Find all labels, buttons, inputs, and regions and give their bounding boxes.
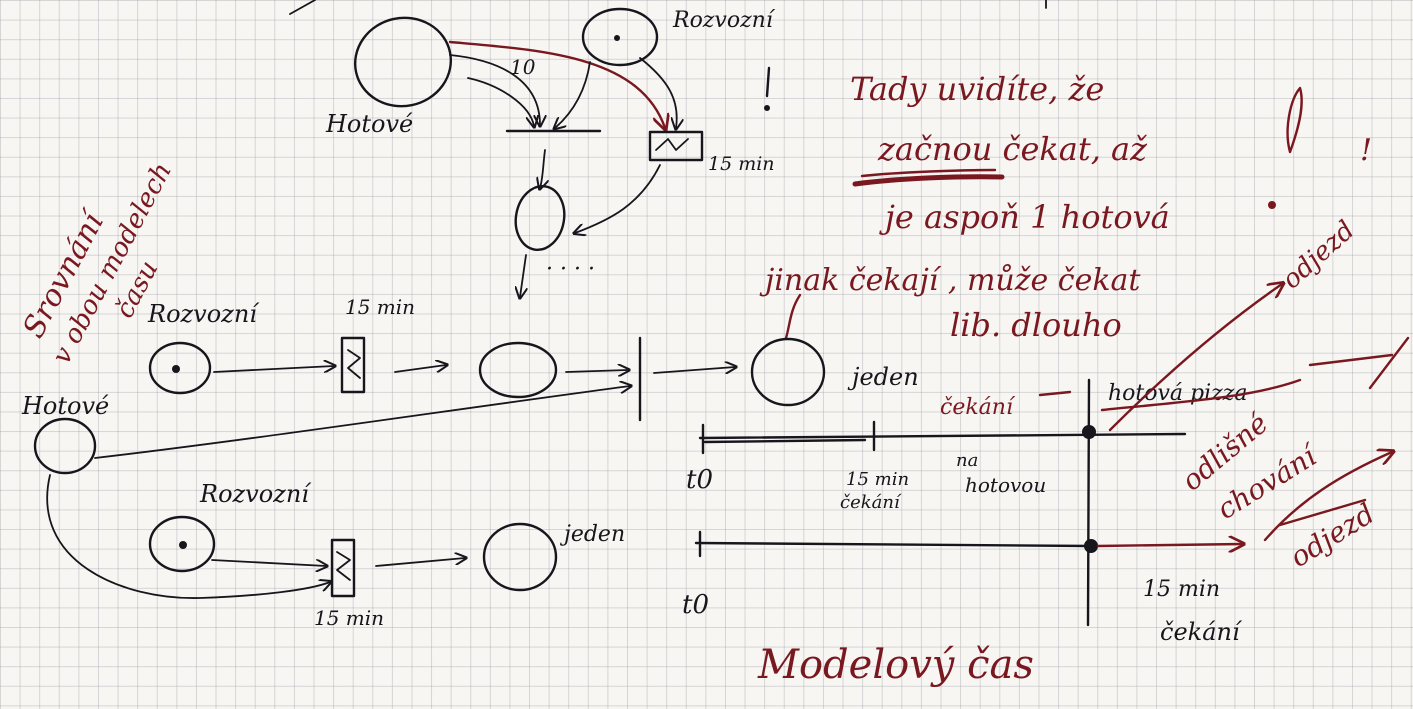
timeline1-overdraw xyxy=(703,438,867,444)
row1: Rozvozní 15 min jeden xyxy=(147,295,919,422)
arc-hotove-to-t1 xyxy=(449,54,540,125)
ready-underline xyxy=(1100,378,1302,412)
bottom-title: Modelový čas xyxy=(757,642,1034,688)
arc-hotove-to-t2 xyxy=(448,40,665,128)
row1-place-middle xyxy=(478,341,558,399)
right-note: Tady uvidíte, že začnou čekat, až je asp… xyxy=(759,70,1276,344)
difference-note: odlišné chování xyxy=(1175,336,1410,526)
row1-minutes-label: 15 min xyxy=(345,295,415,319)
exclamation-black xyxy=(764,66,771,111)
arc-place-down xyxy=(520,254,526,297)
place-hotove-top xyxy=(353,16,453,108)
right-note-line4: jinak čekají , může čekat xyxy=(759,263,1141,298)
arc-t2-to-place xyxy=(575,164,661,233)
place-middle-top xyxy=(514,185,566,251)
transition-t2-timed xyxy=(648,130,704,162)
label-rozvoz-top: Rozvozní xyxy=(672,8,776,33)
timeline1-t0: t0 xyxy=(686,465,713,495)
vertical-guide xyxy=(1086,378,1091,627)
arc-t1-down xyxy=(540,149,545,188)
row2-minutes-label: 15 min xyxy=(314,606,384,630)
row2-rozvoz-label: Rozvozní xyxy=(199,480,312,508)
row1-place-rozvoz xyxy=(148,341,212,395)
right-note-line3: je aspoň 1 hotová xyxy=(879,198,1170,236)
row2-place-jeden xyxy=(482,522,558,592)
row2-transition-timed xyxy=(330,538,356,598)
timeline1-departs: odjezd xyxy=(1277,215,1361,295)
hotove-left-label: Hotové xyxy=(21,392,109,420)
timeline2-label-2: čekání xyxy=(1160,618,1243,646)
timeline1-wait-label: čekání xyxy=(940,395,1016,420)
label-15min-top: 15 min xyxy=(708,153,775,175)
timeline1-mid-label-1: na xyxy=(956,450,978,471)
label-hotove-top: Hotové xyxy=(325,110,413,138)
label-dots: · · · · xyxy=(546,257,595,282)
row1-transition-timed xyxy=(340,336,366,394)
pointer-to-jeden xyxy=(784,293,802,340)
timeline1-tick-label-2: čekání xyxy=(840,492,902,513)
underline-zacnou xyxy=(852,174,1005,187)
timeline2-event-dot xyxy=(1084,539,1098,553)
odjezd-1-group: odjezd xyxy=(1277,215,1361,295)
arc-rozvoz-to-t2 xyxy=(639,57,677,128)
timeline2-red-arrow xyxy=(1096,544,1242,546)
arrow-to-odjezd-1 xyxy=(1108,284,1282,432)
exclamation-red: ! xyxy=(1286,86,1372,168)
arc-hotove-to-t1b xyxy=(467,77,534,126)
top-diagram: Rozvozní Hotové 10 15 min · · · · xyxy=(325,7,776,297)
place-rozvoz-top xyxy=(581,7,659,67)
row2-place-rozvoz xyxy=(148,515,216,573)
right-note-line1: Tady uvidíte, že xyxy=(850,70,1104,108)
token-rozvoz-top xyxy=(614,35,620,41)
arc-hotove-to-sync xyxy=(94,386,630,459)
timeline1-mid-label-2: hotovou xyxy=(965,473,1046,497)
place-hotove-left xyxy=(33,417,97,475)
timeline2-label-1: 15 min xyxy=(1143,577,1220,602)
exclamation-red-mark: ! xyxy=(1360,133,1372,168)
timeline1-tick-label-1: 15 min xyxy=(846,469,909,490)
right-note-line5: lib. dlouho xyxy=(950,306,1122,344)
arc-hotove-to-row2 xyxy=(46,474,330,599)
row1-place-jeden xyxy=(750,337,826,407)
transition-t2-hatch xyxy=(655,138,689,151)
arrow-to-odjezd-2 xyxy=(1263,452,1392,542)
row2-jeden-label: jeden xyxy=(559,522,625,547)
row2: Rozvozní 15 min jeden xyxy=(148,480,625,630)
hotove-left: Hotové xyxy=(21,386,630,599)
right-note-line2: začnou čekat, až xyxy=(877,130,1148,168)
timeline2-t0: t0 xyxy=(682,590,709,620)
row1-rozvoz-label: Rozvozní xyxy=(147,300,260,328)
row1-jeden-label: jeden xyxy=(847,363,919,391)
left-note: Srovnání v obou modelech času xyxy=(16,158,178,369)
arc-rozvoz-to-t1 xyxy=(555,61,591,128)
edge-stroke xyxy=(289,0,316,15)
